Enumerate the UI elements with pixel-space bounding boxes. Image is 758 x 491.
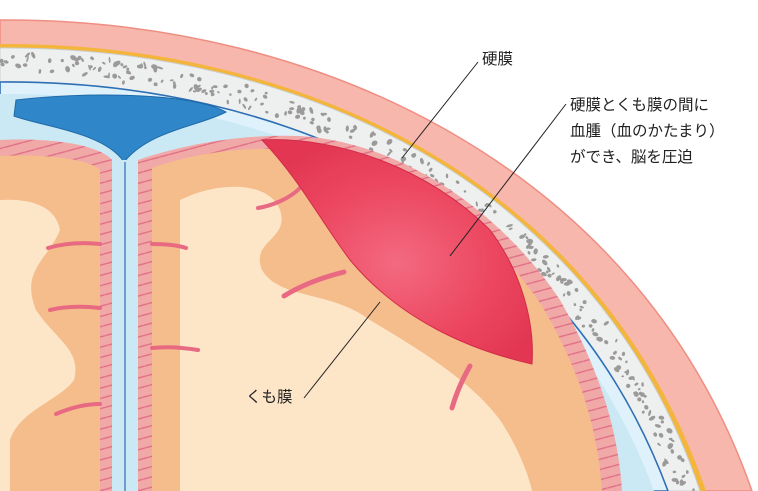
skull-pore — [275, 113, 279, 118]
left-hemisphere — [0, 140, 112, 491]
label-arachnoid: くも膜 — [246, 384, 293, 410]
skull-pore — [526, 239, 533, 244]
hematoma-line-1: 硬膜とくも膜の間に — [570, 92, 725, 118]
hematoma-line-3: ができ、脳を圧迫 — [570, 144, 725, 170]
skull-pore — [239, 99, 241, 105]
hematoma-line-2: 血腫（血のかたまり） — [570, 118, 725, 144]
label-dura-mater: 硬膜 — [482, 46, 513, 72]
label-hematoma-description: 硬膜とくも膜の間に 血腫（血のかたまり） ができ、脳を圧迫 — [570, 92, 725, 170]
